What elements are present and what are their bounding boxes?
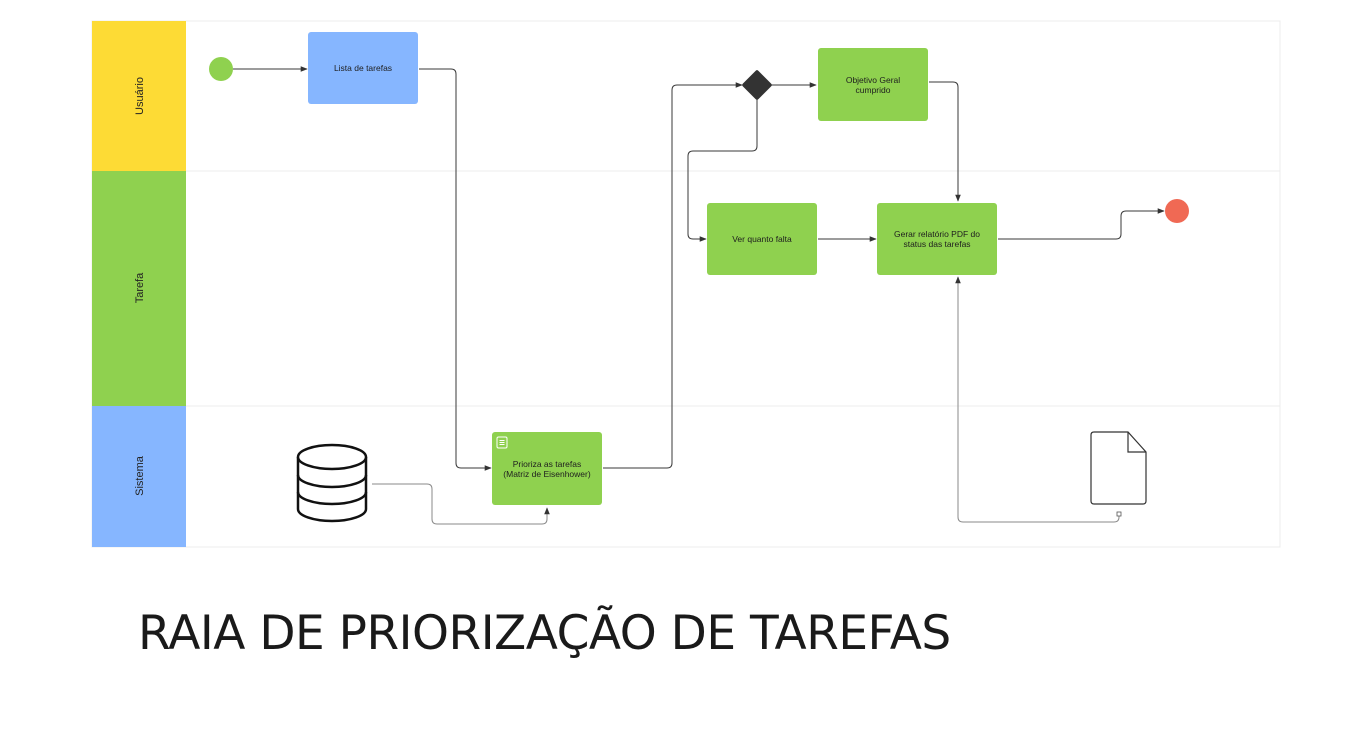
flow-prioriza-to-gateway xyxy=(603,82,743,469)
connectors xyxy=(233,66,1165,525)
association-file-to-gerar xyxy=(955,276,1120,523)
task-box[interactable] xyxy=(308,32,418,104)
lane-sistema: Sistema xyxy=(92,406,186,547)
task-label: Ver quanto falta xyxy=(732,234,792,244)
lane-label-sistema: Sistema xyxy=(134,455,146,496)
task-ver-quanto-falta[interactable]: Ver quanto falta xyxy=(707,203,817,275)
task-box[interactable] xyxy=(877,203,997,275)
task-label-line-1: Prioriza as tarefas xyxy=(513,459,582,469)
task-label-line-2: cumprido xyxy=(856,85,891,95)
task-gerar-relatorio[interactable]: Gerar relatório PDF do status das tarefa… xyxy=(877,203,997,275)
lane-header-usuario xyxy=(92,21,186,171)
task-label-line-1: Objetivo Geral xyxy=(846,75,900,85)
start-event[interactable] xyxy=(209,57,233,81)
task-lista-de-tarefas[interactable]: Lista de tarefas xyxy=(308,32,418,104)
database-icon[interactable] xyxy=(296,443,368,523)
lane-usuario: Usuário xyxy=(92,21,186,171)
task-box[interactable] xyxy=(818,48,928,121)
end-event[interactable] xyxy=(1165,199,1189,223)
flow-gerar-to-end xyxy=(998,208,1165,240)
task-box[interactable] xyxy=(707,203,817,275)
task-label-line-2: (Matriz de Eisenhower) xyxy=(503,469,591,479)
document-icon xyxy=(496,436,508,449)
flow-lista-to-prioriza xyxy=(419,68,492,471)
task-prioriza-tarefas[interactable]: Prioriza as tarefas (Matriz de Eisenhowe… xyxy=(492,432,602,505)
association-database-to-prioriza xyxy=(372,483,550,525)
lane-tarefa: Tarefa xyxy=(92,171,186,406)
lane-header-sistema xyxy=(92,406,186,547)
task-box[interactable] xyxy=(492,432,602,505)
pool-frame xyxy=(91,20,1281,548)
lane-header-tarefa xyxy=(92,171,186,406)
flow-gateway-to-ver xyxy=(687,99,758,242)
lane-label-usuario: Usuário xyxy=(134,77,146,115)
task-label-line-1: Gerar relatório PDF do xyxy=(894,229,980,239)
exclusive-gateway[interactable] xyxy=(741,69,772,100)
page-title: RAIA DE PRIORIZAÇÃO DE TAREFAS xyxy=(138,606,951,661)
lane-label-tarefa: Tarefa xyxy=(134,272,146,303)
task-label: Lista de tarefas xyxy=(334,63,392,73)
file-icon[interactable] xyxy=(1090,431,1147,517)
task-label-line-2: status das tarefas xyxy=(903,239,970,249)
task-objetivo-geral[interactable]: Objetivo Geral cumprido xyxy=(818,48,928,121)
flow-objetivo-to-gerar xyxy=(929,81,961,202)
